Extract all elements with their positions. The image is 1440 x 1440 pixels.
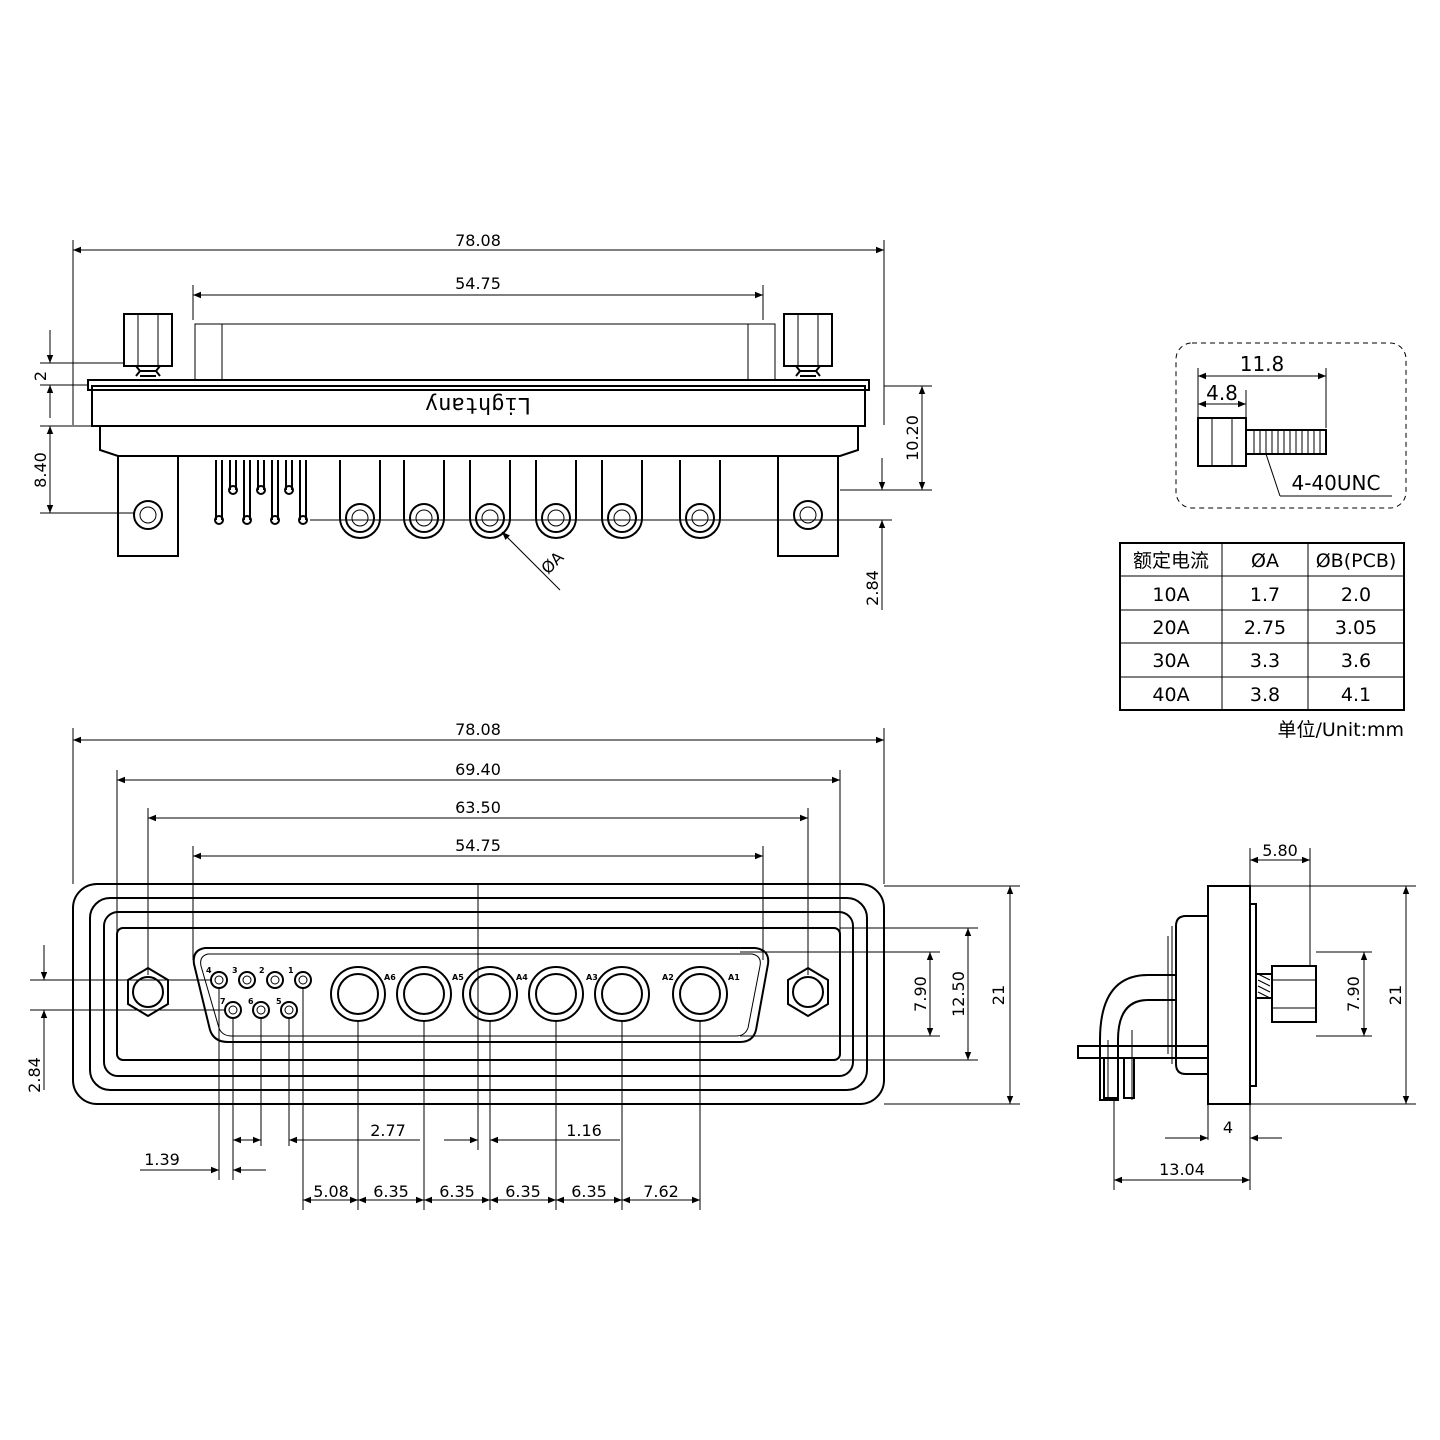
side-view: 5.80 21 7.90 4 13.04 [1077,841,1416,1190]
d-shell [192,947,770,1043]
screw-head-body [1197,417,1247,467]
signal-pins [214,460,308,525]
dim-hole-spacing: 69.40 [455,760,501,779]
housing-lower [99,426,859,457]
dim-pin-offset: 2.84 [863,570,882,606]
table-cell: 3.3 [1250,650,1280,672]
face-view: 78.08 69.40 63.50 54.75 4 3 [25,720,1020,1210]
dim-pitch-508: 5.08 [313,1182,349,1201]
brand-logo: Lightany [425,392,531,417]
table-cell: 2.0 [1341,584,1371,606]
table-cell: 3.6 [1341,650,1371,672]
side-dim-1304: 13.04 [1159,1160,1205,1179]
power-contacts-front [339,460,721,539]
table-cell: 4.1 [1341,684,1371,706]
power-label: A3 [586,973,598,982]
dim-face-overall: 78.08 [455,720,501,739]
bracket-hole-left [133,500,163,530]
unit-note: 单位/Unit:mm [1278,719,1405,741]
dim-pitch-635-3: 6.35 [505,1182,541,1201]
dim-pitch-762: 7.62 [643,1182,679,1201]
power-label: A4 [516,973,528,982]
table-cell: 1.7 [1250,584,1280,606]
dim-flange: 2 [31,371,50,381]
signal-label: 7 [220,997,226,1006]
power-label: A5 [452,973,464,982]
table-header-dia-b: ØB(PCB) [1316,550,1397,572]
flange [91,385,866,427]
screw-length: 11.8 [1240,352,1285,376]
bracket-hole-right [793,500,823,530]
table-cell: 2.75 [1244,617,1286,639]
screw-head: 4.8 [1206,381,1238,405]
bracket-left [117,455,179,557]
power-label: A2 [662,973,674,982]
spec-table: 额定电流 ØA ØB(PCB) 10A 1.7 2.0 20A 2.75 3.0… [1119,542,1405,741]
face-signal-contacts: 4 3 2 1 7 6 5 [206,966,312,1019]
signal-label: 5 [276,997,282,1006]
table-cell: 10A [1152,584,1189,606]
front-view: 78.08 54.75 Lightany [31,231,932,610]
dim-face-body: 54.75 [455,836,501,855]
side-dim-4: 4 [1223,1118,1233,1137]
dim-front-overall: 78.08 [455,231,501,250]
dim-overall-height: 21 [989,985,1008,1005]
jackscrew-right [783,313,833,367]
side-jackscrew [1271,965,1317,1023]
dim-inner-height: 7.90 [911,976,930,1012]
table-header-dia-a: ØA [1251,550,1279,572]
power-label: A1 [728,973,740,982]
table-cell: 3.8 [1250,684,1280,706]
signal-label: 6 [248,997,254,1006]
side-dim-21: 21 [1386,985,1405,1005]
dim-gap-116: 1.16 [566,1121,602,1140]
table-cell: 20A [1152,617,1189,639]
dim-height: 10.20 [903,415,922,461]
side-flange [1207,885,1251,1105]
dim-pitch-small: 1.39 [144,1150,180,1169]
side-housing [1175,915,1208,1075]
table-cell: 30A [1152,650,1189,672]
dim-pitch-635-4: 6.35 [571,1182,607,1201]
table-cell: 3.05 [1335,617,1377,639]
side-pcb [1077,1045,1209,1059]
face-power-contacts: A6 A5 A4 A3 A2 A1 [330,966,740,1022]
side-dim-790: 7.90 [1344,976,1363,1012]
dim-pitch-635-1: 6.35 [373,1182,409,1201]
screw-thread [1245,429,1327,455]
dim-offset-left: 2.84 [25,1057,44,1093]
face-flange [72,883,885,1105]
bracket-right [777,455,839,557]
dim-shell-width: 63.50 [455,798,501,817]
table-cell: 40A [1152,684,1189,706]
side-contact [1099,974,1176,1101]
pin-dia-label: ØA [537,548,567,578]
dim-gap-277: 2.77 [370,1121,406,1140]
side-dim-580: 5.80 [1262,841,1298,860]
dim-shell-height: 12.50 [949,971,968,1017]
shell-back [194,323,776,381]
jackscrew-left [123,313,173,367]
mount-nut-right [787,966,829,1018]
power-label: A6 [384,973,396,982]
screw-thread-spec: 4-40UNC [1292,471,1381,495]
dim-front-body: 54.75 [455,274,501,293]
table-header-current: 额定电流 [1133,550,1209,572]
signal-label: 2 [259,966,265,975]
screw-detail: 11.8 4.8 4-40UNC [1175,342,1407,509]
signal-label: 4 [206,966,212,975]
signal-label: 3 [232,966,238,975]
dim-pcb: 8.40 [31,452,50,488]
signal-label: 1 [288,966,294,975]
dim-pitch-635-2: 6.35 [439,1182,475,1201]
